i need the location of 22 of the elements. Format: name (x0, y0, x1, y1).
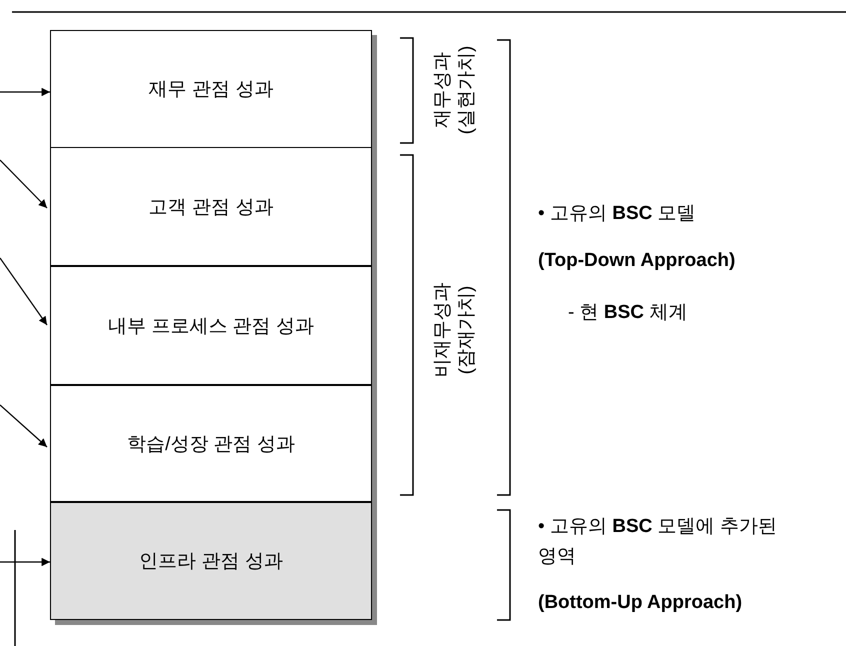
annotation-text: • 고유의 BSC 모델 (538, 202, 696, 226)
arrow (0, 404, 48, 448)
box-label: 내부 프로세스 관점 성과 (108, 314, 314, 338)
box-label: 재무 관점 성과 (148, 78, 274, 102)
perspective-box (50, 266, 372, 385)
arrow (0, 160, 48, 208)
perspective-box (50, 385, 372, 502)
perspective-box (50, 147, 372, 266)
annotation-text: (Bottom-Up Approach) (538, 592, 742, 614)
perspective-box (50, 502, 372, 620)
annotation-text: • 고유의 BSC 모델에 추가된 영역 (538, 515, 778, 569)
vertical-label: 재무성과 (실현가치) (431, 44, 478, 136)
annotation-text: - 현 BSC 체계 (568, 301, 688, 325)
arrow (0, 558, 50, 566)
box-label: 고객 관점 성과 (148, 196, 274, 220)
perspective-box (50, 30, 372, 148)
annotation-text: (Top-Down Approach) (538, 250, 736, 272)
box-label: 인프라 관점 성과 (139, 550, 283, 574)
arrow (0, 88, 50, 96)
arrow (0, 258, 48, 326)
box-label: 학습/성장 관점 성과 (127, 432, 295, 456)
vertical-label: 비재무성과 (잠재가치) (431, 282, 478, 380)
